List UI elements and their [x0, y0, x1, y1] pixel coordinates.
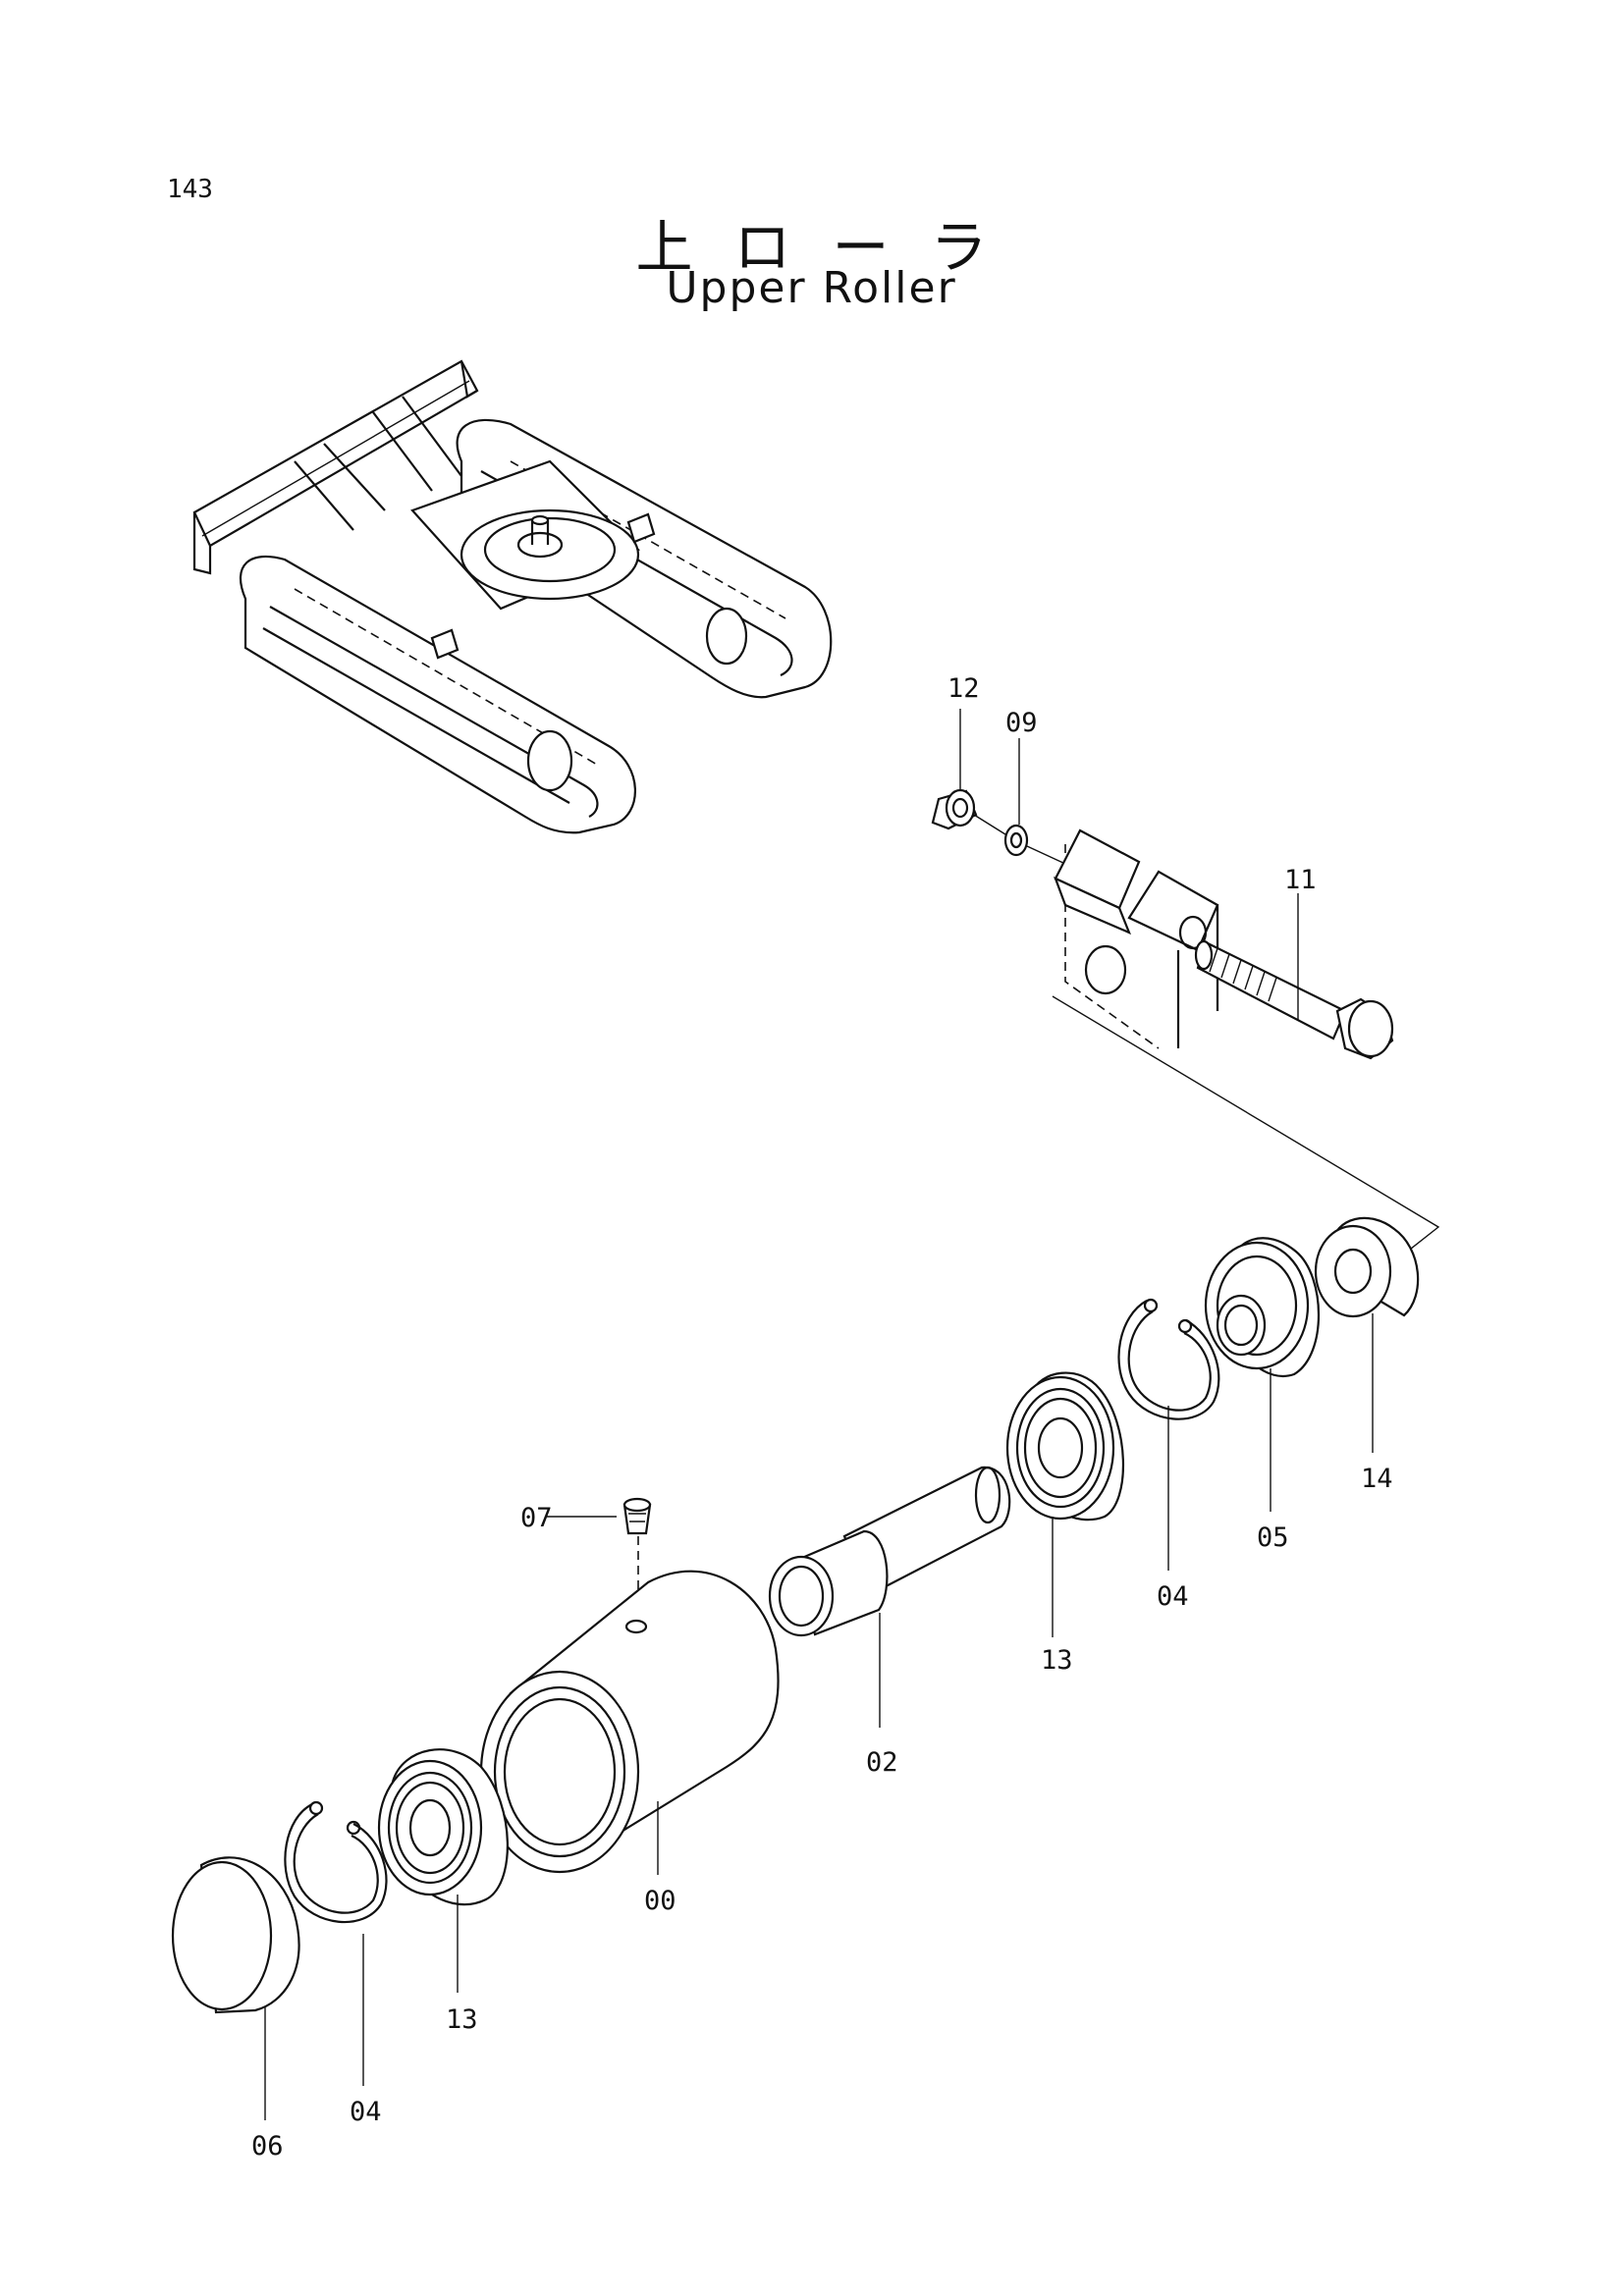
part-flange-seal-05	[1204, 1237, 1320, 1377]
callout-label: 13	[446, 2004, 478, 2035]
callout-label: 09	[1005, 708, 1038, 738]
part-bolt-11	[1194, 939, 1394, 1060]
callout-label: 13	[1041, 1645, 1073, 1676]
callout-label: 05	[1257, 1522, 1289, 1553]
part-shaft-02	[768, 1466, 1011, 1637]
callout-label: 06	[251, 2131, 284, 2162]
part-plug-07	[622, 1497, 652, 1535]
part-bearing-13-upper	[1005, 1371, 1125, 1522]
callout-label: 04	[1157, 1581, 1189, 1612]
callout-label: 04	[350, 2097, 382, 2127]
leader-lines	[264, 709, 1374, 2120]
callout-label: 14	[1361, 1464, 1393, 1494]
page-number: 143	[167, 175, 213, 204]
callout-label: 02	[866, 1747, 898, 1778]
callout-label: 11	[1284, 865, 1317, 895]
part-snap-ring-04-upper	[1117, 1298, 1220, 1420]
part-roller-body-00	[479, 1570, 780, 1874]
part-end-cap-06	[171, 1856, 300, 2014]
page-title-english: Upper Roller	[666, 263, 957, 313]
callout-label: 00	[644, 1886, 676, 1916]
mounting-bracket	[1054, 828, 1219, 1049]
part-bearing-13-lower	[377, 1748, 509, 1906]
callout-label: 12	[947, 673, 980, 704]
undercarriage-overview-illustration	[192, 359, 833, 834]
part-snap-ring-04-lower	[284, 1800, 388, 1924]
page-title-japanese: 上ローラ	[635, 214, 1029, 281]
part-washer-09	[1003, 824, 1029, 857]
part-collar-14	[1314, 1216, 1420, 1318]
callout-label: 07	[520, 1503, 553, 1533]
part-nut-12	[931, 788, 978, 830]
